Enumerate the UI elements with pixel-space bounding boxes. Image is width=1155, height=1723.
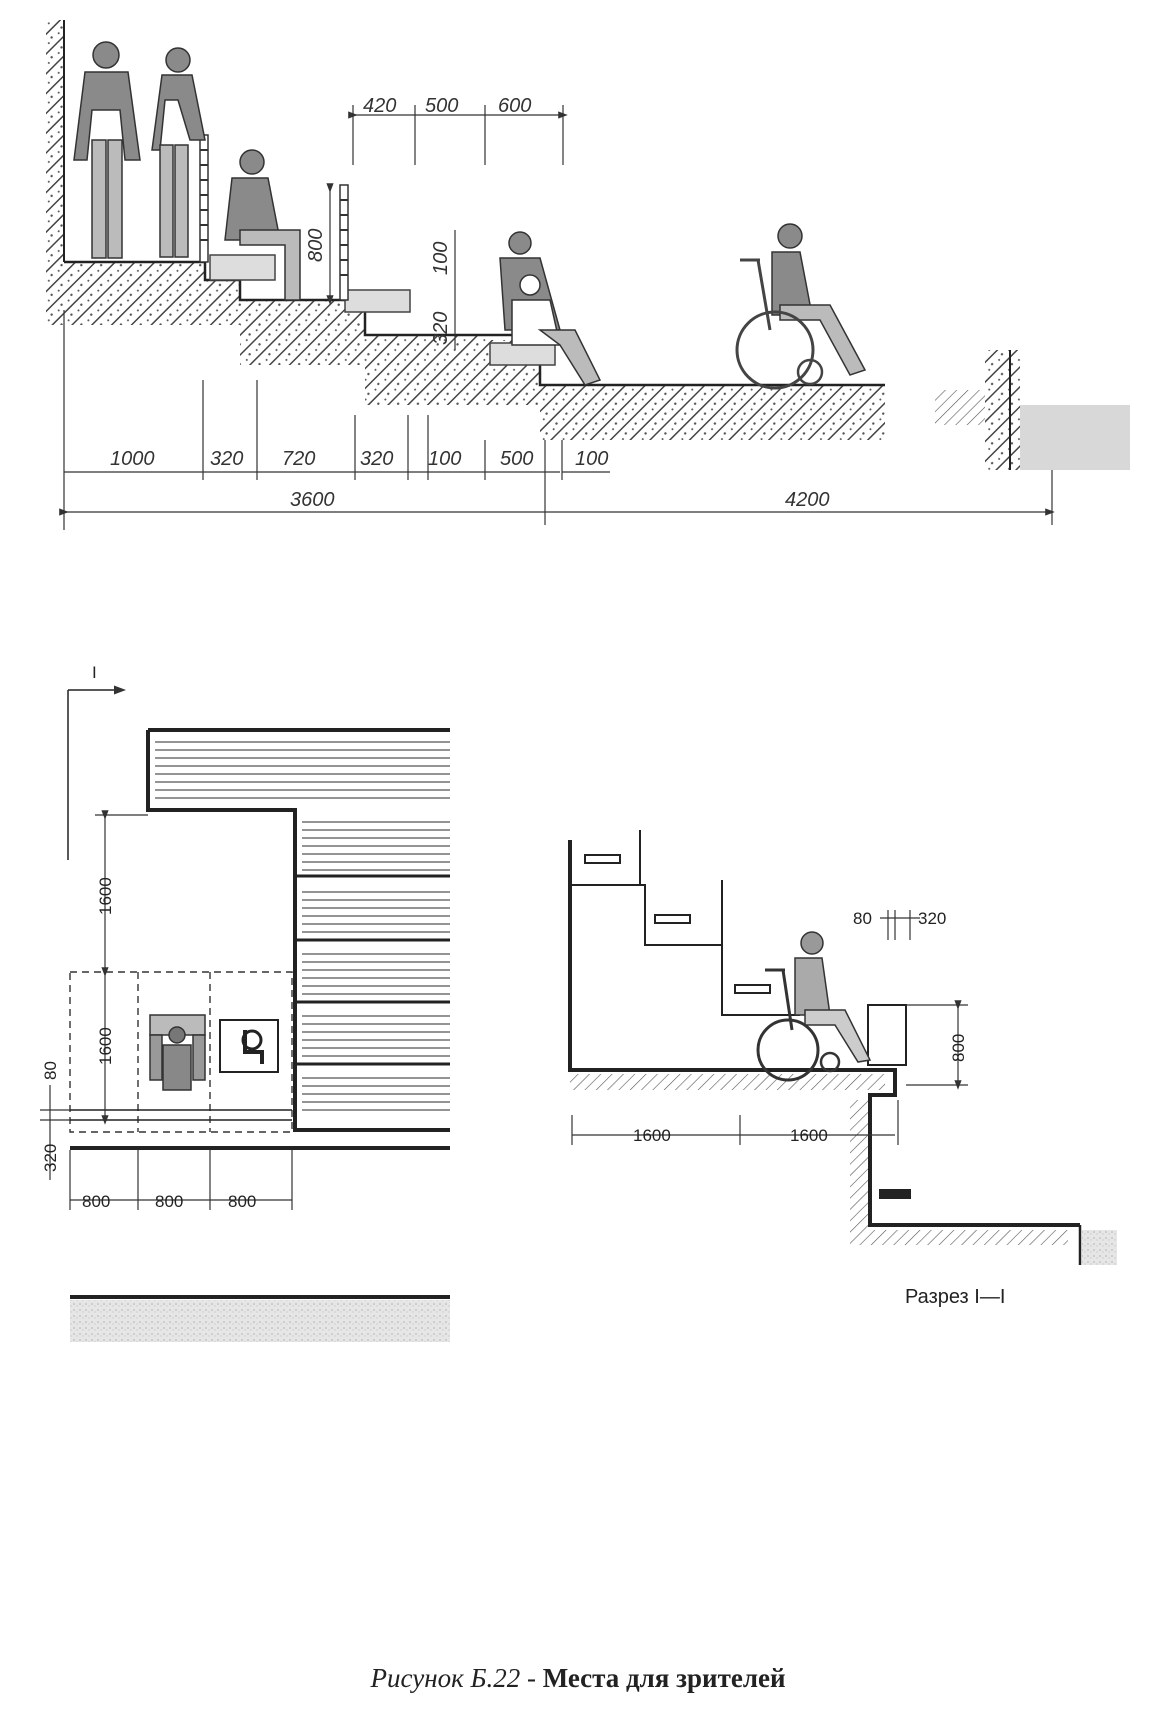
plan-dim-1600a: 1600: [96, 877, 115, 915]
dim-row2-3600: 3600: [290, 489, 335, 511]
people: [73, 41, 867, 390]
plan-dim-80: 80: [41, 1061, 60, 1080]
stepped-ground: [46, 262, 885, 440]
section-dim-1600a: 1600: [633, 1126, 671, 1145]
dim-row1-100b: 100: [575, 448, 608, 470]
wheelchair-spaces: [69, 971, 293, 1133]
dim-vert-800: 800: [305, 229, 327, 262]
dim-top-420: 420: [363, 95, 396, 117]
seated-person-icon: [224, 149, 301, 301]
section-wall-hatch: [850, 1100, 868, 1245]
section-steps: [570, 830, 911, 1199]
plan-rows-top: [155, 741, 450, 799]
top-section: 420 500 600 800 100 320 1000: [46, 20, 1130, 530]
right-wall: [985, 350, 1020, 470]
plan-dim-800b: 800: [155, 1192, 183, 1211]
seat-block-1: [209, 254, 276, 281]
section-base-hatch: [868, 1230, 1068, 1245]
caption-separator: -: [520, 1663, 543, 1693]
dim-row1-320a: 320: [210, 448, 243, 470]
section-outline: [568, 840, 1080, 1227]
caption-text: Места для зрителей: [543, 1663, 786, 1693]
wheelchair-user-section-icon: [756, 931, 872, 1082]
dim-row1-500: 500: [500, 448, 533, 470]
figure-caption: Рисунок Б.22 - Места для зрителей: [369, 1663, 785, 1693]
right-small-block: [935, 390, 985, 425]
dim-row1-1000: 1000: [110, 448, 155, 470]
wheelchair-plan-icon: [149, 1014, 206, 1091]
wheelchair-sign-icon: [219, 1019, 279, 1073]
standing-person-icon: [73, 41, 141, 259]
dim-top-600: 600: [498, 95, 531, 117]
section-right-slab: [1082, 1230, 1117, 1265]
seat-block-3: [489, 342, 556, 366]
plan-dim-1600b: 1600: [96, 1027, 115, 1065]
section-view: 80 320 800 1600 1600 Разрез I—I: [568, 830, 1117, 1308]
dim-row2-4200: 4200: [785, 489, 830, 511]
wheelchair-user-icon: [735, 223, 867, 390]
caption-prefix: Рисунок Б.22: [369, 1663, 520, 1693]
person-with-cane-icon: [151, 47, 206, 258]
dim-vert-320: 320: [430, 312, 452, 345]
railing-2: [339, 184, 349, 301]
left-wall: [46, 20, 64, 275]
right-shaded-area: [1020, 405, 1130, 470]
section-dim-800: 800: [949, 1034, 968, 1062]
section-dim-80: 80: [853, 909, 872, 928]
plan-dim-320: 320: [41, 1144, 60, 1172]
dim-row1-100a: 100: [428, 448, 461, 470]
seat-block-2: [344, 289, 411, 313]
dim-row1-720: 720: [282, 448, 315, 470]
plan-dim-800a: 800: [82, 1192, 110, 1211]
plan-bottom-slab: [70, 1300, 450, 1342]
dim-vert-100: 100: [430, 242, 452, 275]
section-dim-1600b: 1600: [790, 1126, 828, 1145]
dim-row1-320b: 320: [360, 448, 393, 470]
dim-top-500: 500: [425, 95, 458, 117]
plan-outline: [146, 730, 450, 1132]
railing-1: [199, 134, 209, 263]
companion-person-icon: [499, 231, 602, 386]
plan-rows-right: [302, 821, 450, 1111]
plan-view: I: [40, 663, 450, 1342]
section-dim-320: 320: [918, 909, 946, 928]
plan-dim-800c: 800: [228, 1192, 256, 1211]
section-barrier: [867, 1004, 907, 1066]
section-marker-label: I: [92, 663, 97, 682]
section-label: Разрез I—I: [905, 1286, 1005, 1308]
section-floor-hatch: [570, 1074, 885, 1090]
